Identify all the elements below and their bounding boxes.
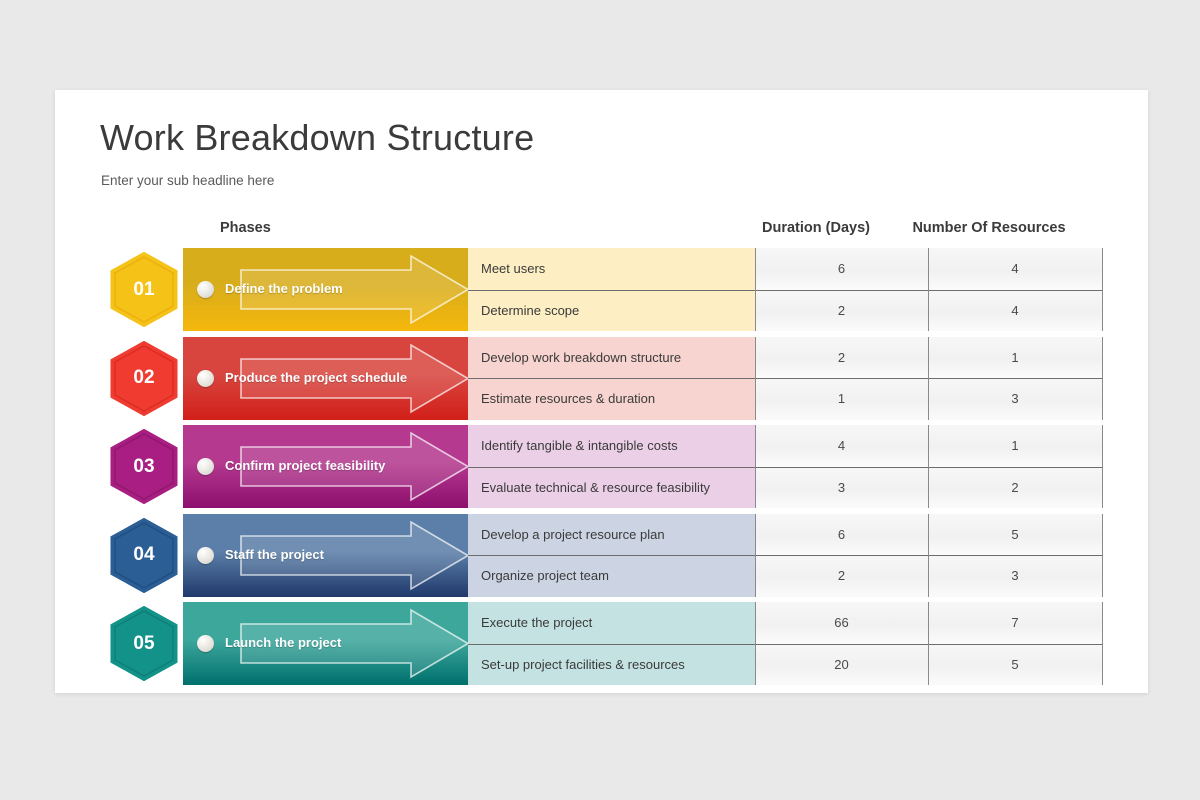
phase-bullet-icon	[197, 546, 214, 564]
task-resources-value: 7	[928, 602, 1102, 644]
phase-label: Confirm project feasibility	[225, 458, 386, 473]
phase-gap	[183, 508, 1148, 510]
column-divider	[928, 513, 929, 597]
task-resources-value: 1	[928, 336, 1102, 378]
task-row-separator	[468, 378, 1102, 379]
task-duration-value: 6	[755, 248, 928, 290]
column-divider	[928, 248, 929, 331]
column-header-resources: Number Of Resources	[912, 220, 1066, 236]
phase-hexagon-badge[interactable]: 05	[100, 600, 188, 687]
task-duration-value: 4	[755, 425, 928, 467]
task-description: Execute the project	[468, 602, 755, 644]
phase-hexagon-badge[interactable]: 03	[100, 423, 188, 510]
phase-hexagon-badge[interactable]: 02	[100, 334, 188, 422]
column-divider	[1102, 248, 1103, 331]
task-duration-value: 2	[755, 336, 928, 378]
task-row-separator	[468, 466, 1102, 468]
task-resources-value: 4	[928, 248, 1102, 290]
task-duration-value: 1	[755, 378, 928, 420]
phase-label: Define the problem	[225, 281, 343, 296]
column-divider	[755, 336, 756, 420]
task-duration-value: 20	[755, 643, 928, 685]
phase-gap	[183, 596, 1148, 599]
task-description: Meet users	[468, 248, 755, 290]
page-subtitle: Enter your sub headline here	[101, 173, 275, 188]
column-divider	[1102, 513, 1103, 597]
task-resources-value: 3	[928, 555, 1102, 597]
phase-label: Launch the project	[225, 635, 342, 650]
phase-gap	[183, 419, 1148, 422]
task-description: Estimate resources & duration	[468, 378, 755, 420]
column-divider	[755, 513, 756, 597]
task-description: Evaluate technical & resource feasibilit…	[468, 466, 755, 508]
phase-arrow-emboss	[240, 431, 470, 502]
task-duration-value: 3	[755, 466, 928, 508]
column-divider	[928, 425, 929, 508]
phase-arrow-emboss	[240, 254, 470, 325]
task-row-separator	[468, 555, 1102, 556]
column-divider	[755, 602, 756, 685]
task-description: Develop a project resource plan	[468, 513, 755, 555]
phase-bullet-icon	[197, 281, 214, 298]
task-description: Develop work breakdown structure	[468, 336, 755, 378]
phase-bullet-icon	[197, 458, 214, 475]
task-description: Determine scope	[468, 289, 755, 331]
phase-arrow-emboss	[240, 520, 470, 590]
phase-bullet-icon	[197, 369, 214, 387]
task-description: Identify tangible & intangible costs	[468, 425, 755, 467]
task-resources-value: 5	[928, 643, 1102, 685]
phase-gap	[183, 331, 1148, 333]
phase-arrow-emboss	[240, 608, 470, 679]
slide-canvas: Work Breakdown Structure Enter your sub …	[55, 90, 1148, 693]
phase-arrow-emboss	[240, 343, 470, 413]
column-header-phases: Phases	[220, 220, 271, 236]
task-duration-value: 2	[755, 289, 928, 331]
task-duration-value: 2	[755, 555, 928, 597]
task-resources-value: 4	[928, 289, 1102, 331]
phase-hexagon-badge[interactable]: 04	[100, 511, 188, 599]
task-description: Set-up project facilities & resources	[468, 643, 755, 685]
column-divider	[1102, 425, 1103, 508]
phase-label: Produce the project schedule	[225, 369, 408, 385]
phase-hexagon-badge[interactable]: 01	[100, 246, 188, 333]
phase-row[interactable]: 03 Confirm project feasibility Identify ta…	[55, 423, 1148, 510]
page-title: Work Breakdown Structure	[100, 117, 535, 158]
task-row-separator	[468, 643, 1102, 645]
task-row-separator	[468, 289, 1102, 291]
phase-bullet-icon	[197, 635, 214, 652]
column-divider	[755, 248, 756, 331]
column-divider	[928, 336, 929, 420]
column-divider	[755, 425, 756, 508]
column-divider	[1102, 336, 1103, 420]
task-resources-value: 3	[928, 378, 1102, 420]
column-header-duration: Duration (Days)	[762, 220, 870, 236]
column-divider	[928, 602, 929, 685]
task-resources-value: 1	[928, 425, 1102, 467]
task-description: Organize project team	[468, 555, 755, 597]
phase-row[interactable]: 04 Staff the project Develop a project res…	[55, 511, 1148, 599]
phase-row[interactable]: 02 Produce the project schedule Develop wo…	[55, 334, 1148, 422]
task-duration-value: 66	[755, 602, 928, 644]
task-resources-value: 2	[928, 466, 1102, 508]
task-duration-value: 6	[755, 513, 928, 555]
phase-label: Staff the project	[225, 546, 324, 562]
column-divider	[1102, 602, 1103, 685]
task-resources-value: 5	[928, 513, 1102, 555]
